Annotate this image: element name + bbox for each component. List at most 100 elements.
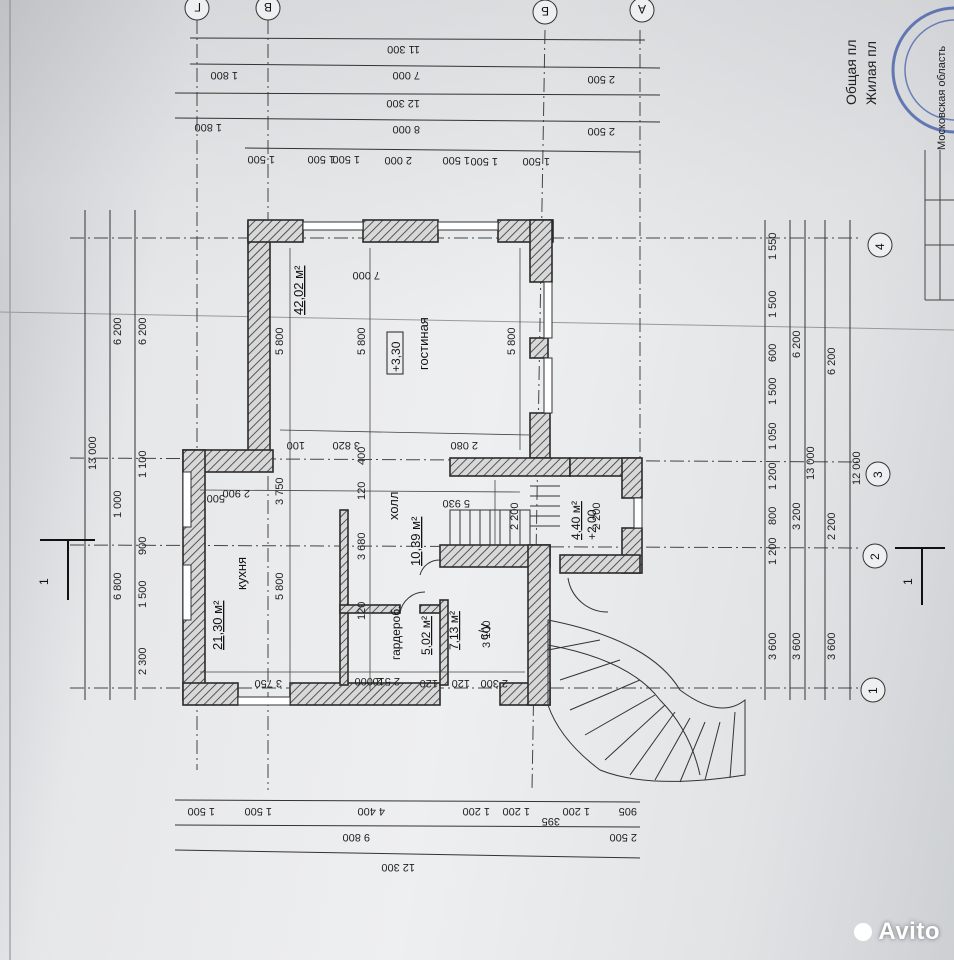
dim-top-r5-4: 1 500 xyxy=(442,154,470,166)
watermark-text: Avito xyxy=(878,918,940,945)
wall-vest-south xyxy=(559,554,641,574)
title-block xyxy=(924,150,954,301)
dim-2200a: 2 200 xyxy=(509,502,521,530)
dim-top-r5-0: 1 500 xyxy=(247,153,275,165)
windows xyxy=(182,221,643,706)
dim-bot-r1-1: 1 500 xyxy=(244,805,272,817)
title-line-1: Общая пл xyxy=(843,40,859,105)
wall-living-east-c xyxy=(529,412,551,459)
room-hall-name: холл xyxy=(386,492,401,520)
dim-top-r2c: 2 500 xyxy=(587,73,615,85)
dim-120a: 120 xyxy=(356,602,368,620)
dim-2510: 2 510 xyxy=(372,675,400,687)
dim-left-r2-2: 6 200 xyxy=(112,317,124,345)
axis-v: В xyxy=(264,0,272,14)
dim-right-r1-3: 1 500 xyxy=(767,377,779,405)
dim-liv-w: 7 000 xyxy=(352,269,380,281)
dim-bot-r2b: 9 800 xyxy=(342,831,370,843)
section-mark xyxy=(40,539,945,605)
dim-top-r1: 11 300 xyxy=(387,43,420,55)
wall-living-west xyxy=(247,221,271,453)
dim-top-r5-5: 1 500 xyxy=(470,155,498,167)
dim-3820: 3 820 xyxy=(332,439,360,451)
dim-bot-r1-3: 1 200 xyxy=(462,805,490,817)
dim-3750: 3 750 xyxy=(274,477,286,505)
dim-right-r1-8: 3 600 xyxy=(767,632,779,660)
dim-top-r3: 12 300 xyxy=(386,97,420,109)
axis-a: А xyxy=(638,2,646,16)
wall-kitchen-hall xyxy=(339,509,349,686)
stamp xyxy=(891,6,954,134)
dim-liv-h3: 5 800 xyxy=(506,327,518,355)
axis-b: Б xyxy=(541,4,549,18)
dim-2900: 2 900 xyxy=(222,487,250,499)
dim-bot-r3: 12 300 xyxy=(381,861,415,873)
dim-right-r1-6: 800 xyxy=(767,507,779,525)
room-wardrobe-area: 5,02 м² xyxy=(419,616,433,655)
dim-2200b: 2 200 xyxy=(591,502,603,530)
dim-top-r2a: 1 800 xyxy=(210,69,238,81)
room-vest-area: 4,40 м² xyxy=(569,501,583,540)
texts: 11 300 1 800 7 000 2 500 12 300 1 800 8 … xyxy=(37,0,948,873)
paper-fold-shadow xyxy=(0,0,954,320)
dim-right-r1-5: 1 200 xyxy=(767,462,779,490)
dim-left-r3-3: 1 100 xyxy=(137,450,149,478)
dim-100: 100 xyxy=(287,439,305,451)
dim-right-r1-1: 1 500 xyxy=(767,290,779,318)
dim-right-r2-2: 3 600 xyxy=(791,632,803,660)
room-kitchen-area: 21,30 м² xyxy=(210,600,225,650)
dim-right-r1-0: 1 550 xyxy=(767,232,779,260)
dim-2300: 2 300 xyxy=(480,677,508,689)
wall-vest-east-a xyxy=(621,457,643,499)
dim-bot-r1-0: 1 500 xyxy=(187,805,215,817)
dim-liv-h1: 5 800 xyxy=(274,327,286,355)
dim-500: 500 xyxy=(207,492,225,504)
room-living-level: +3,30 xyxy=(389,341,403,372)
dim-top-r5-3: 2 000 xyxy=(384,154,412,166)
room-kitchen-name: кухня xyxy=(234,557,249,590)
wall-living-east-a xyxy=(529,219,553,283)
dim-top-r4b: 8 000 xyxy=(392,123,420,135)
dimension-lines xyxy=(84,37,851,859)
wall-south-b xyxy=(289,682,441,706)
avito-watermark: Avito xyxy=(854,918,940,946)
dim-k-w: 3 750 xyxy=(254,677,282,689)
room-living-area: 42,02 м² xyxy=(291,265,306,315)
section-label-left: 1 xyxy=(37,578,51,585)
dim-liv-h2: 5 800 xyxy=(356,327,368,355)
room-living-name: гостиная xyxy=(416,317,431,370)
wall-living-north-a xyxy=(247,219,304,243)
interior-stair xyxy=(449,475,560,546)
axis-g: Г xyxy=(194,0,201,14)
dim-top-r5-6: 1 500 xyxy=(522,155,550,167)
dim-2080: 2 080 xyxy=(450,439,478,451)
dim-right-r4-1: 2 200 xyxy=(826,512,838,540)
dim-left-r2-1: 1 000 xyxy=(112,490,124,518)
dim-right-r1-4: 1 050 xyxy=(767,422,779,450)
dim-bot-r2a: 2 500 xyxy=(609,831,637,843)
living-level-box xyxy=(386,331,404,375)
dim-left-r2-0: 6 800 xyxy=(112,572,124,600)
room-hall-area: 10,39 м² xyxy=(408,516,423,566)
dim-5930: 5 930 xyxy=(442,497,470,509)
dim-left-total: 13 000 xyxy=(87,436,99,470)
axis-2: 2 xyxy=(868,553,882,560)
room-bath-area: 7,13 м² xyxy=(447,611,461,650)
section-label-right: 1 xyxy=(901,578,915,585)
dim-k-h: 5 800 xyxy=(274,572,286,600)
walls xyxy=(182,219,643,706)
dim-right-r2-0: 6 200 xyxy=(791,330,803,358)
dim-bot-r1-5: 1 200 xyxy=(562,805,590,817)
wall-bath-east xyxy=(527,544,551,706)
dim-left-r3-4: 6 200 xyxy=(137,317,149,345)
wall-bath-west xyxy=(439,599,449,686)
dim-top-r2b: 7 000 xyxy=(392,69,420,81)
stamp-text: Московская область xyxy=(936,46,948,150)
wall-living-north-b xyxy=(362,219,439,243)
dim-bot-r1b: 395 xyxy=(542,815,560,827)
dim-top-r4c: 2 500 xyxy=(587,125,615,137)
dim-bot-r1-2: 4 400 xyxy=(357,805,385,817)
dim-left-r3-1: 1 500 xyxy=(137,580,149,608)
